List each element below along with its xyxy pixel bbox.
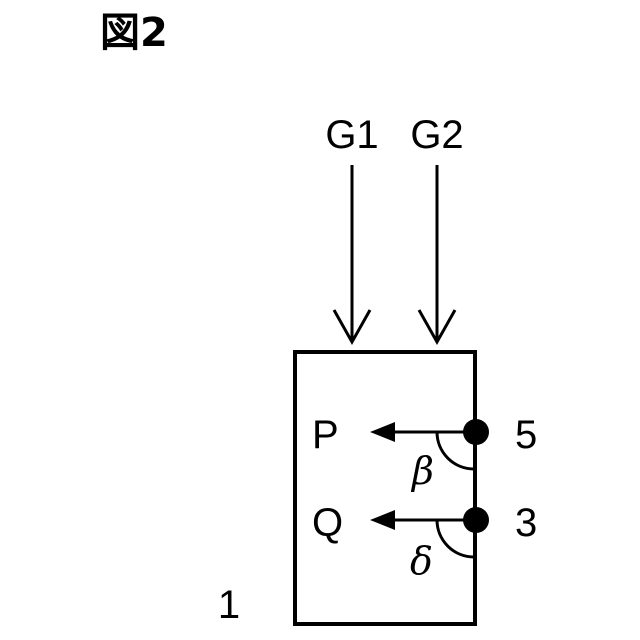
device-label: 1 bbox=[218, 583, 240, 627]
port-node-5 bbox=[463, 419, 489, 445]
angle-label-delta: δ bbox=[410, 539, 433, 583]
output-label-q: Q bbox=[312, 501, 343, 545]
input-arrow-g2 bbox=[419, 165, 455, 342]
output-arrowhead-q bbox=[370, 510, 395, 530]
output-arrowhead-p bbox=[370, 422, 395, 442]
port-number-3: 3 bbox=[515, 501, 537, 545]
device-box bbox=[295, 352, 475, 624]
output-label-p: P bbox=[312, 413, 339, 457]
input-label-g1: G1 bbox=[325, 113, 378, 157]
figure-title: 図2 bbox=[100, 10, 168, 56]
port-top: P 5 β bbox=[312, 413, 537, 493]
port-node-3 bbox=[463, 507, 489, 533]
angle-label-beta: β bbox=[410, 449, 434, 493]
port-bottom: Q 3 δ bbox=[312, 501, 537, 583]
input-arrow-g1 bbox=[334, 165, 370, 342]
input-label-g2: G2 bbox=[410, 113, 463, 157]
port-number-5: 5 bbox=[515, 413, 537, 457]
